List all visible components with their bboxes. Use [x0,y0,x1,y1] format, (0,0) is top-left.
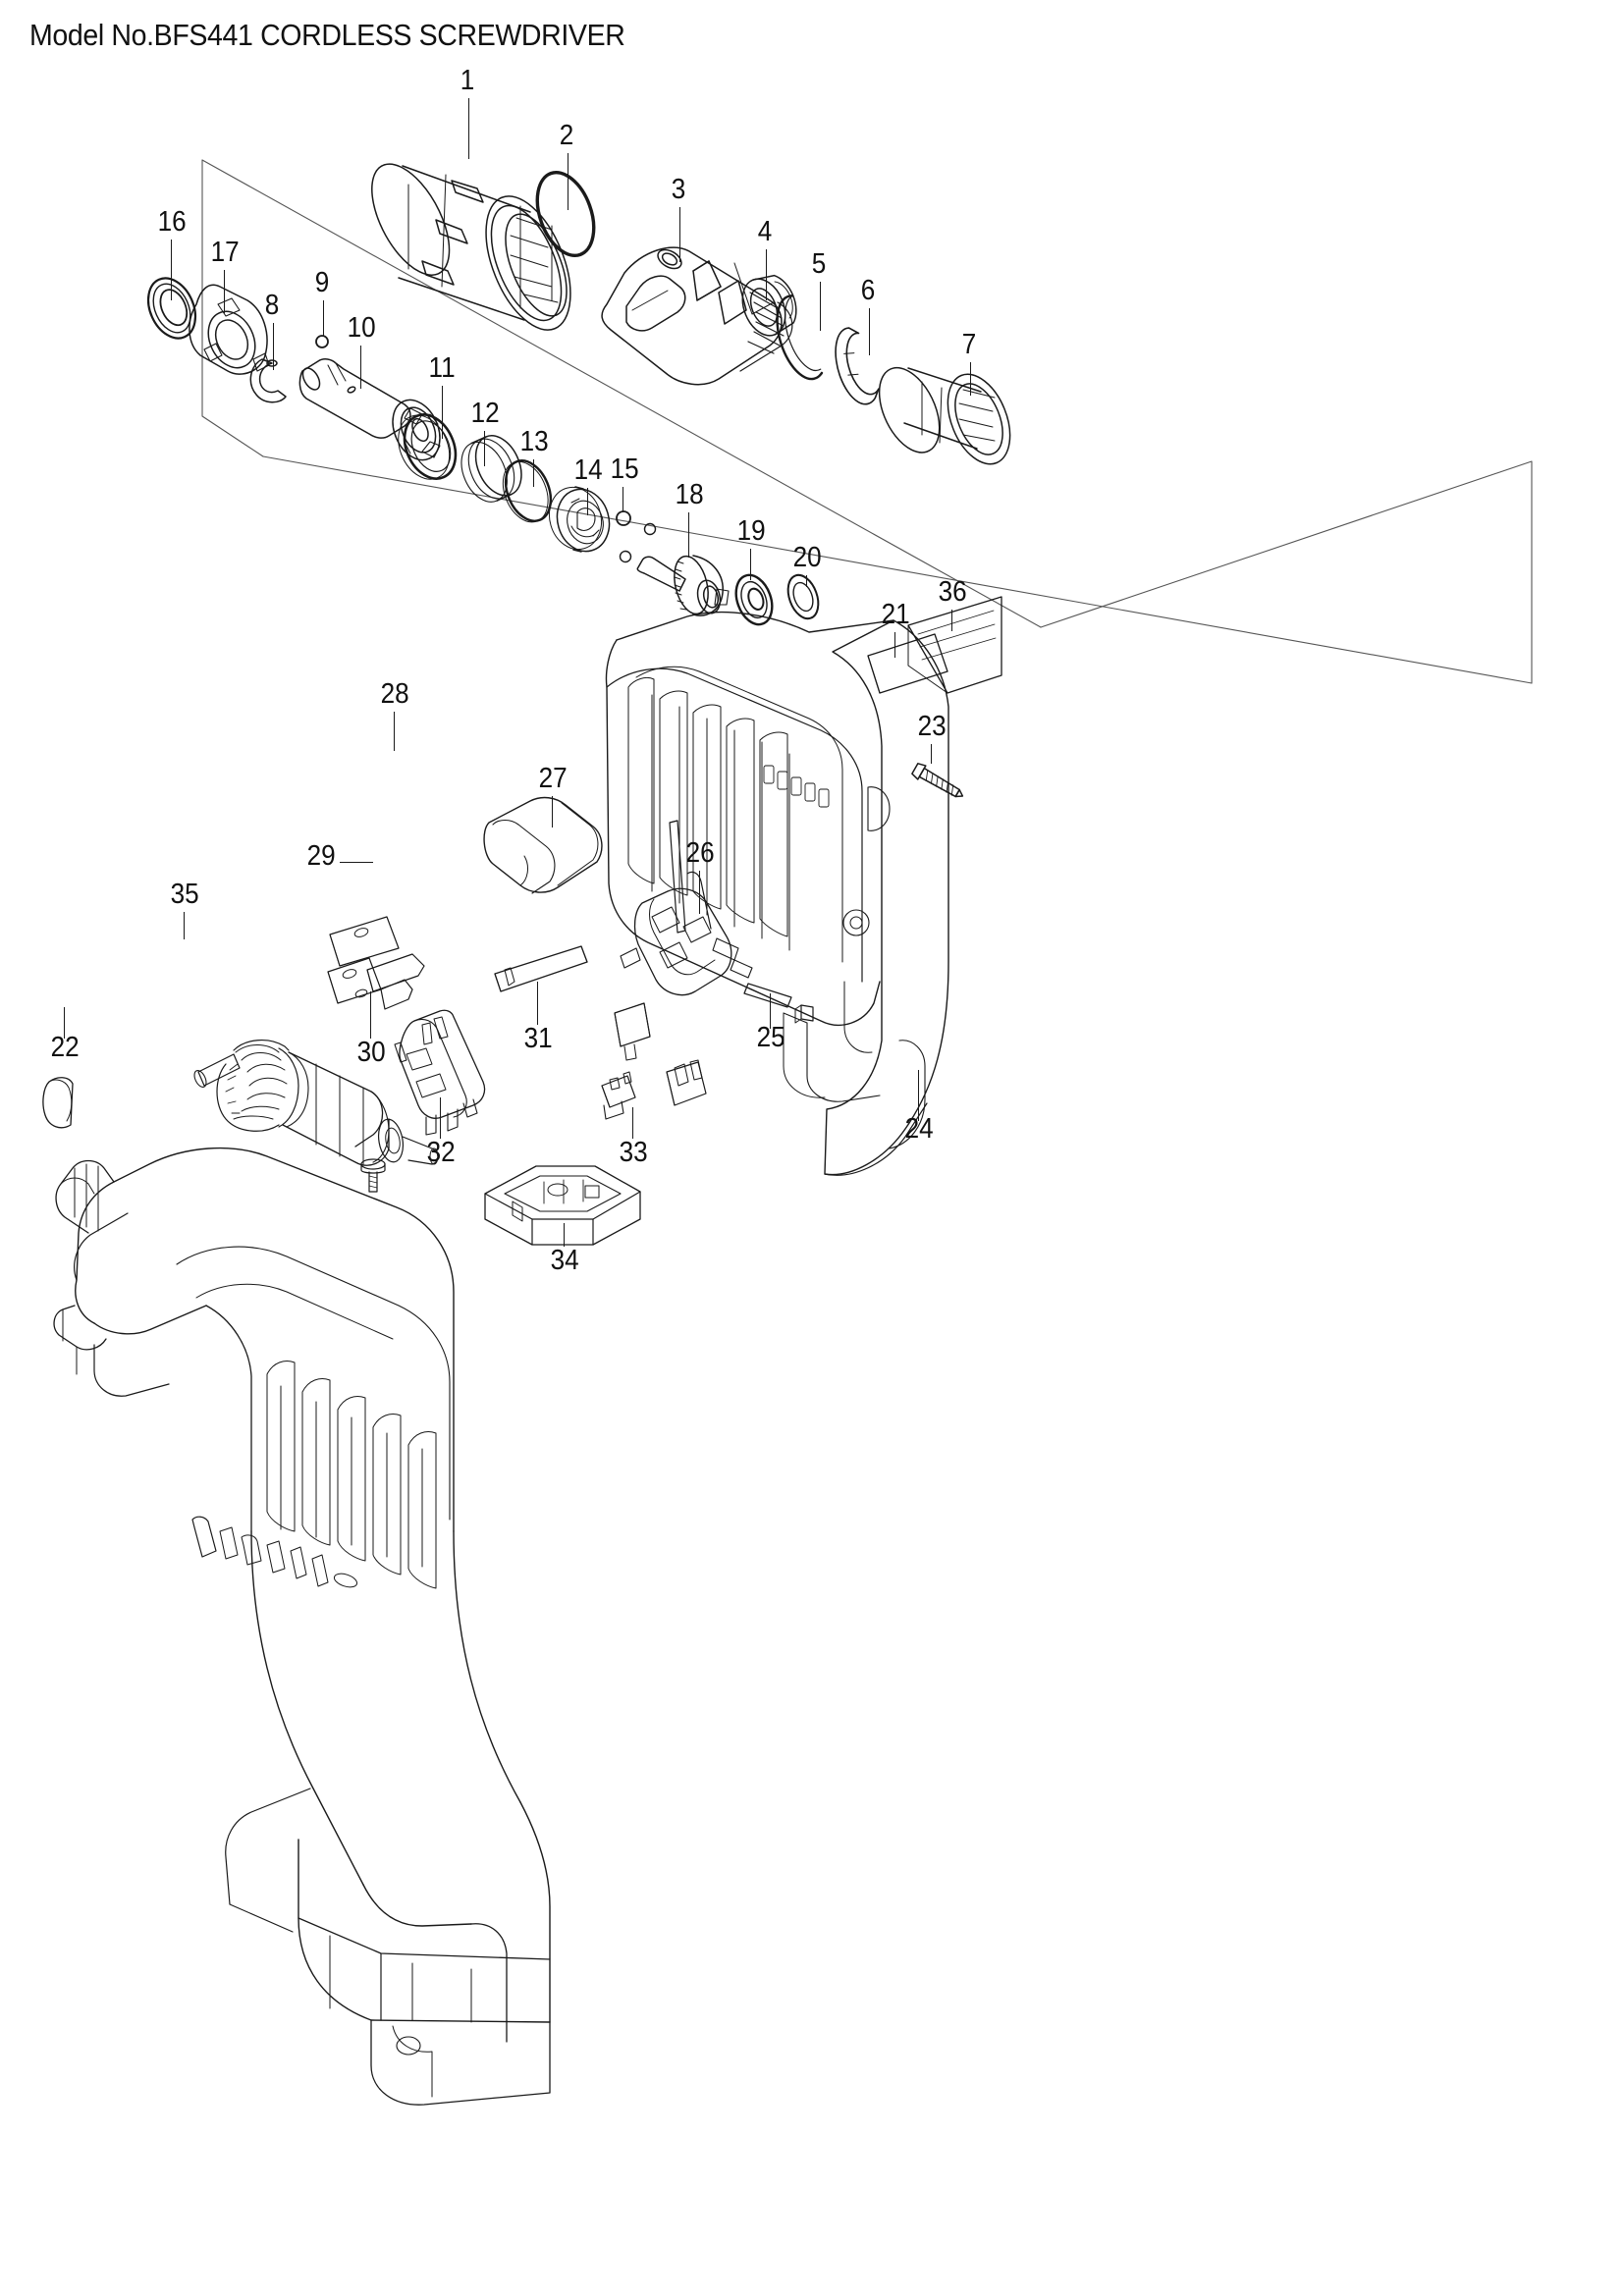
leader-22 [64,1007,66,1039]
leader-14 [587,488,589,515]
page-title: Model No.BFS441 CORDLESS SCREWDRIVER [29,18,625,52]
leader-27 [552,796,554,828]
callout-20: 20 [792,542,822,573]
callout-12: 12 [470,398,500,429]
leader-1 [468,98,470,159]
callout-5: 5 [811,248,827,280]
callout-25: 25 [756,1022,785,1053]
leader-3 [679,207,681,262]
callout-17: 17 [210,237,240,268]
leader-9 [323,300,325,336]
leader-32 [440,1097,442,1139]
callout-24: 24 [904,1113,934,1145]
callout-26: 26 [685,837,715,869]
leader-20 [806,575,808,587]
callout-19: 19 [736,515,766,547]
callout-1: 1 [460,65,475,96]
callout-7: 7 [961,329,977,360]
callout-27: 27 [538,763,568,794]
callout-23: 23 [917,711,947,742]
callout-28: 28 [380,678,409,710]
callout-32: 32 [426,1137,456,1168]
callout-11: 11 [428,352,456,384]
callout-18: 18 [675,479,704,510]
callout-4: 4 [757,216,773,247]
callout-33: 33 [619,1137,648,1168]
callout-6: 6 [860,275,876,306]
callout-16: 16 [157,206,187,238]
callout-9: 9 [314,267,330,298]
callout-30: 30 [356,1037,386,1068]
callout-15: 15 [610,454,639,485]
leader-28 [394,712,396,751]
leader-5 [820,282,822,331]
callout-10: 10 [347,312,376,344]
callout-2: 2 [559,120,574,151]
callout-22: 22 [50,1032,80,1063]
leader-10 [360,346,362,389]
callout-34: 34 [550,1245,579,1276]
leader-34 [564,1223,566,1247]
leader-30 [370,991,372,1039]
leader-13 [533,459,535,487]
callout-29: 29 [306,840,336,872]
callout-35: 35 [170,879,199,910]
leader-17 [224,270,226,313]
leader-23 [931,744,933,764]
leader-7 [970,362,972,396]
callout-21: 21 [881,599,910,630]
leader-35 [184,912,186,939]
leader-18 [688,512,690,558]
callout-13: 13 [519,426,549,457]
leader-31 [537,982,539,1025]
callout-14: 14 [573,454,603,486]
leader-6 [869,308,871,355]
leader-25 [770,993,772,1029]
leader-8 [273,323,275,370]
leader-19 [750,549,752,580]
callout-36: 36 [938,576,967,608]
leader-26 [699,871,701,914]
leader-36 [951,610,953,631]
leader-16 [171,240,173,300]
leader-11 [442,386,444,439]
leader-21 [894,632,896,658]
callout-3: 3 [671,174,686,205]
callout-31: 31 [523,1023,553,1054]
leader-33 [632,1107,634,1139]
leader-4 [766,249,768,300]
leader-24 [918,1070,920,1121]
callout-8: 8 [264,290,280,321]
leader-12 [484,431,486,466]
leader-29 [340,862,373,864]
